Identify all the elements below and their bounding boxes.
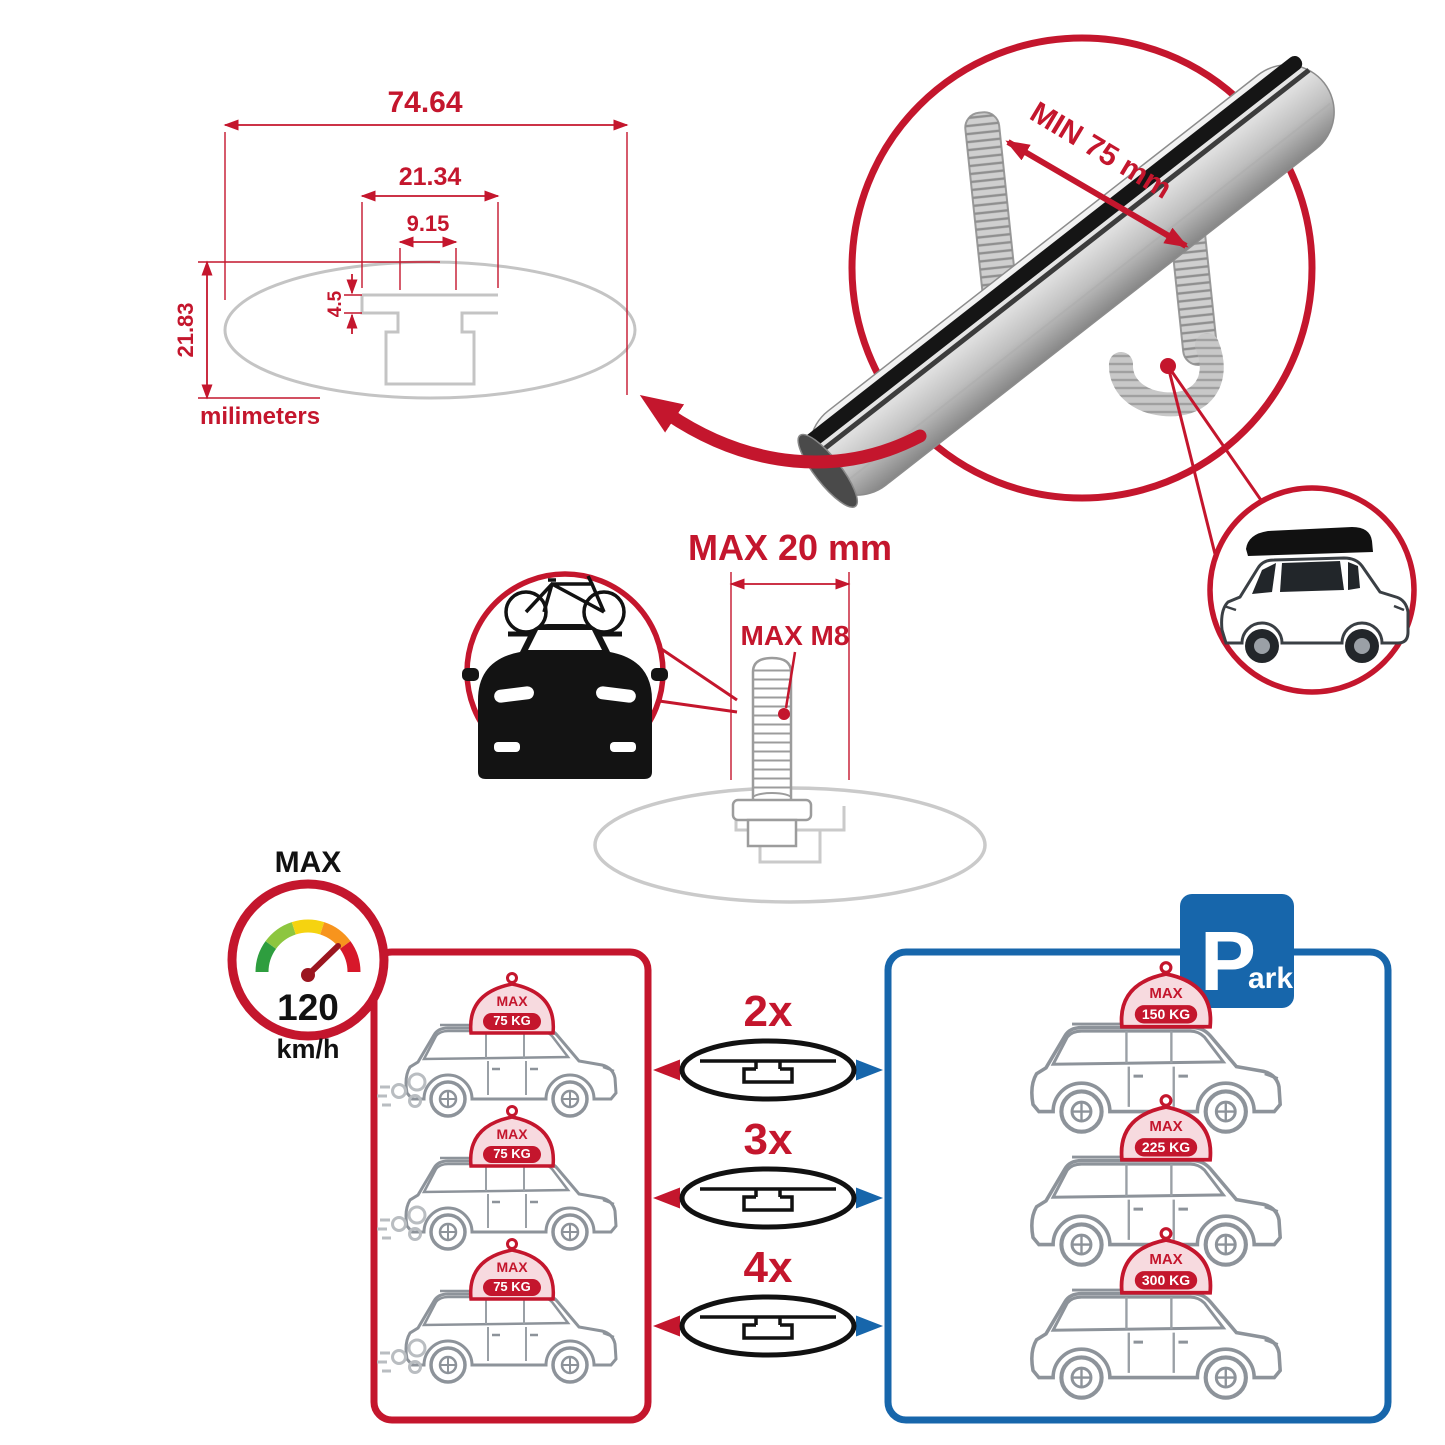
cargo-max-label: MAX bbox=[496, 1126, 528, 1142]
car-front-body bbox=[478, 624, 652, 779]
speed-units: km/h bbox=[276, 1034, 339, 1064]
speed-value: 120 bbox=[277, 987, 339, 1028]
cargo-max-label: MAX bbox=[496, 993, 528, 1009]
speedometer-border bbox=[227, 879, 389, 1041]
right-cars: MAX 150 KG MAX 225 KG MAX 300 KG bbox=[1032, 960, 1280, 1398]
bar-profile-ellipse bbox=[223, 260, 637, 400]
max-thread-label: MAX M8 bbox=[741, 620, 850, 651]
suv-roofbox-callout bbox=[1160, 358, 1417, 695]
parking-suffix: ark bbox=[1248, 962, 1293, 995]
cargo-weight-label: 75 KG bbox=[493, 1013, 531, 1028]
thread-point-dot bbox=[778, 708, 790, 720]
cargo-max-label: MAX bbox=[1149, 985, 1182, 1002]
cargo-max-label: MAX bbox=[1149, 1251, 1182, 1268]
suv-with-roofbox-illustration bbox=[1220, 527, 1410, 663]
callout-lines bbox=[1166, 365, 1274, 575]
bar-cross-section-diagram: 74.64 21.34 9.15 4.5 21.83 milimeters bbox=[173, 86, 637, 430]
crossbar-ellipse-icon bbox=[679, 1294, 857, 1358]
bar-photo-circle: MIN 75 mm bbox=[797, 34, 1335, 508]
cargo-weight-label: 75 KG bbox=[493, 1146, 531, 1161]
units-label: milimeters bbox=[200, 403, 320, 430]
cargo-weight-label: 300 KG bbox=[1142, 1272, 1190, 1288]
row-count-label: 4x bbox=[744, 1243, 793, 1292]
dim-lip-label: 4.5 bbox=[325, 290, 346, 317]
left-cars: MAX 75 KG MAX 75 KG MAX 75 KG bbox=[376, 971, 618, 1384]
dim-shoulder-label: 21.34 bbox=[399, 163, 462, 191]
speed-max-label: MAX bbox=[275, 846, 342, 879]
crossbar-ellipse-icon bbox=[679, 1166, 857, 1230]
crossbar-ellipse-icon bbox=[679, 1038, 857, 1102]
crossbar-count-rows: 2x 3x 4x bbox=[653, 987, 883, 1358]
threaded-bolt bbox=[731, 656, 813, 848]
min-clamp-arrow bbox=[1005, 139, 1189, 249]
cargo-weight-label: 75 KG bbox=[493, 1279, 531, 1294]
roof-box bbox=[1246, 527, 1373, 556]
t-slot-profile bbox=[360, 293, 498, 386]
cargo-max-label: MAX bbox=[496, 1259, 528, 1275]
gauge-arc bbox=[255, 919, 361, 973]
dim-height-label: 21.83 bbox=[173, 302, 198, 357]
dim-slot-label: 9.15 bbox=[407, 211, 450, 236]
car-front-with-bike-icon bbox=[462, 575, 668, 779]
cargo-weight-label: 225 KG bbox=[1142, 1139, 1190, 1155]
bike-callout-lines bbox=[651, 646, 738, 714]
row-count-label: 3x bbox=[744, 1115, 793, 1164]
max-bolt-width-label: MAX 20 mm bbox=[688, 527, 892, 568]
row-count-label: 2x bbox=[744, 987, 793, 1036]
parking-letter: P bbox=[1200, 914, 1256, 1008]
speedometer: MAX 120 km/h bbox=[227, 846, 389, 1064]
u-bolt-hook bbox=[1109, 333, 1224, 417]
zoom-arrow bbox=[639, 394, 927, 469]
cargo-max-label: MAX bbox=[1149, 1118, 1182, 1135]
bolt-diagram: MAX 20 mm MAX M8 bbox=[462, 527, 987, 904]
parking-sign: P ark bbox=[1180, 894, 1294, 1008]
cargo-weight-label: 150 KG bbox=[1142, 1006, 1190, 1022]
dim-width-label: 74.64 bbox=[387, 86, 462, 119]
